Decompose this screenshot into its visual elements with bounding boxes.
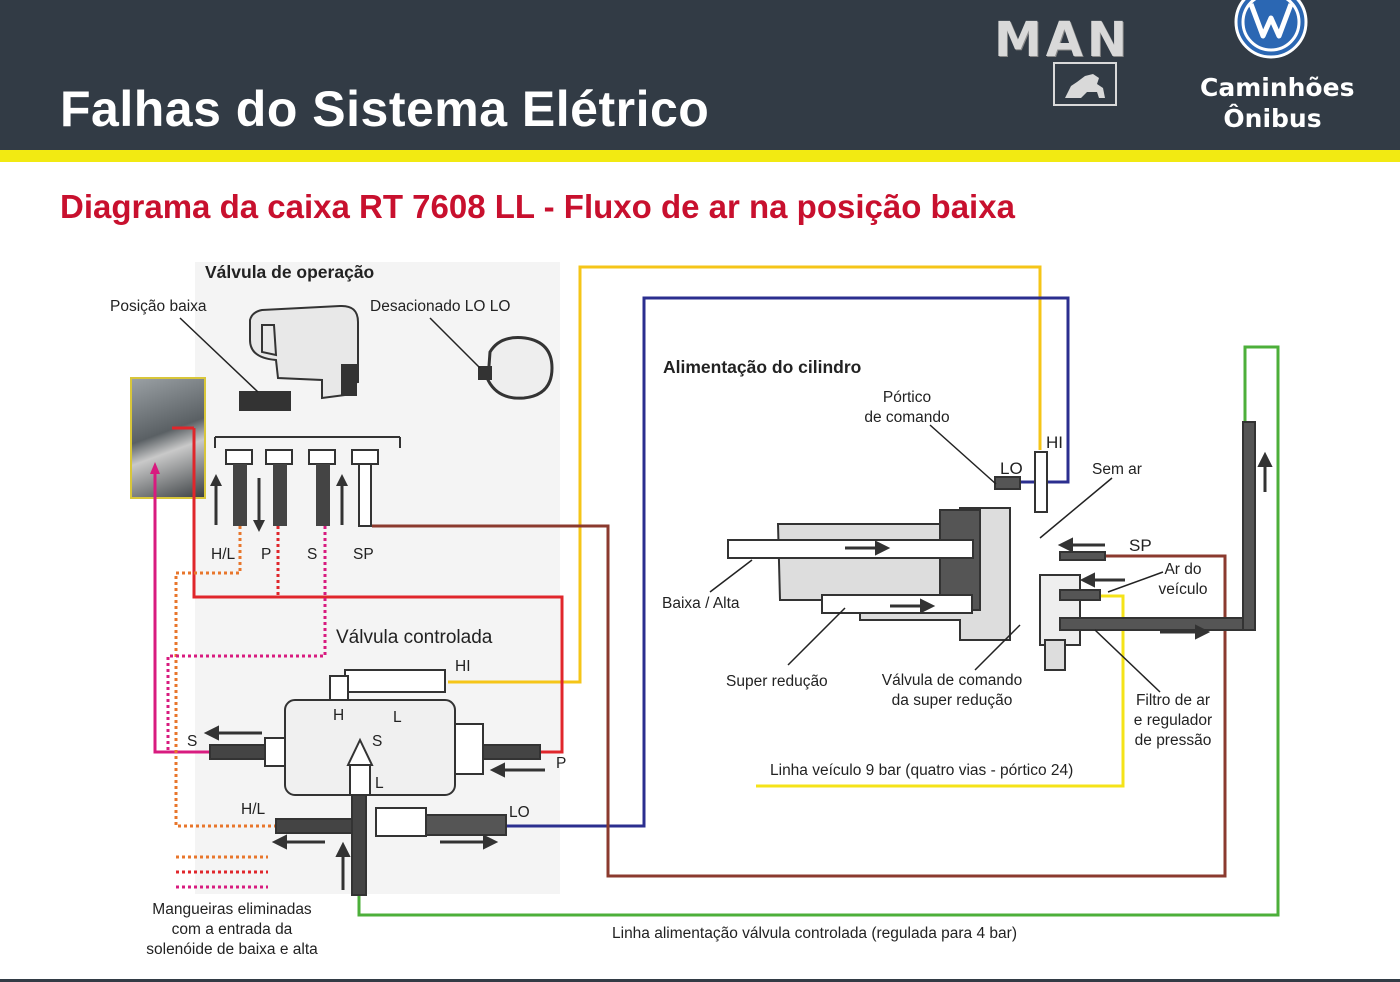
label-controlled-valve: Válvula controlada [336, 627, 493, 648]
line-brown-sp [372, 524, 1227, 878]
man-lion-icon [1053, 62, 1117, 106]
label-cv-l-center: L [375, 775, 384, 792]
line-green-supply [357, 345, 1280, 917]
label-command-port-2: de comando [864, 409, 949, 426]
vw-brand-line1: Caminhões [1200, 73, 1355, 102]
cylinder-drawing [727, 421, 1273, 671]
operation-valve-drawing [214, 304, 401, 448]
page-title: Falhas do Sistema Elétrico [60, 81, 710, 137]
leader-lines [179, 317, 1164, 693]
label-supply-line: Linha alimentação válvula controlada (re… [612, 925, 1017, 942]
label-filter-3: de pressão [1135, 732, 1212, 749]
label-no-air: Sem ar [1092, 461, 1142, 478]
label-command-port-1: Pórtico [883, 389, 931, 406]
label-cylinder-supply: Alimentação do cilindro [663, 357, 861, 377]
label-cyl-lo: LO [1000, 459, 1023, 478]
label-cyl-hi: HI [1046, 433, 1063, 452]
label-disengaged: Desacionado LO LO [370, 298, 510, 315]
header-stripe [0, 150, 1400, 162]
label-eliminated-3: solenóide de baixa e alta [146, 941, 318, 958]
label-vehicle-air-2: veículo [1158, 581, 1207, 598]
line-blue-lo [505, 296, 1070, 828]
line-magenta-s [153, 466, 210, 754]
label-filter-2: e regulador [1134, 712, 1212, 729]
vw-brand-text: Caminhões Ônibus [1200, 72, 1355, 134]
label-eliminated-2: com a entrada da [172, 921, 293, 938]
line-yellow-hi [448, 265, 1042, 684]
label-cv-p: P [556, 755, 566, 772]
diagram-subtitle: Diagrama da caixa RT 7608 LL - Fluxo de … [60, 188, 1015, 225]
label-port-sp: SP [353, 546, 374, 563]
controlled-valve-drawing [203, 669, 545, 896]
eliminated-hoses [166, 526, 327, 889]
label-filter-1: Filtro de ar [1136, 692, 1210, 709]
label-cyl-sp: SP [1129, 536, 1152, 555]
label-vehicle-line: Linha veículo 9 bar (quatro vias - pórti… [770, 762, 1073, 779]
vw-brand-line2: Ônibus [1223, 104, 1322, 133]
label-sr-valve-2: da super redução [892, 692, 1013, 709]
label-low-position: Posição baixa [110, 298, 207, 315]
label-vehicle-air-1: Ar do [1164, 561, 1201, 578]
line-red-p [192, 428, 564, 754]
label-port-p: P [261, 546, 271, 563]
label-sr-valve-1: Válvula de comando [882, 672, 1022, 689]
label-port-s: S [307, 546, 317, 563]
label-eliminated-1: Mangueiras eliminadas [152, 901, 312, 918]
label-low-high: Baixa / Alta [662, 595, 740, 612]
header-bar [0, 0, 1400, 150]
line-yellow-vehicle [756, 594, 1125, 788]
label-cv-hi: HI [455, 658, 471, 675]
vw-logo-icon [1233, 0, 1309, 60]
label-cv-lo: LO [509, 804, 530, 821]
label-cv-h: H [333, 707, 344, 724]
label-cv-l: L [393, 709, 402, 726]
label-port-hl: H/L [211, 546, 236, 563]
operation-valve-ports [210, 449, 379, 532]
label-cv-s-center: S [372, 733, 382, 750]
man-logo: MAN [994, 12, 1132, 68]
air-lines [153, 265, 1280, 917]
bottom-rule [0, 979, 1400, 982]
label-operation-valve: Válvula de operação [205, 262, 374, 282]
label-cv-s-left: S [187, 733, 197, 750]
label-super-reduction: Super redução [726, 673, 828, 690]
label-cv-hl: H/L [241, 801, 266, 818]
disengaged-knob-drawing [478, 336, 554, 400]
